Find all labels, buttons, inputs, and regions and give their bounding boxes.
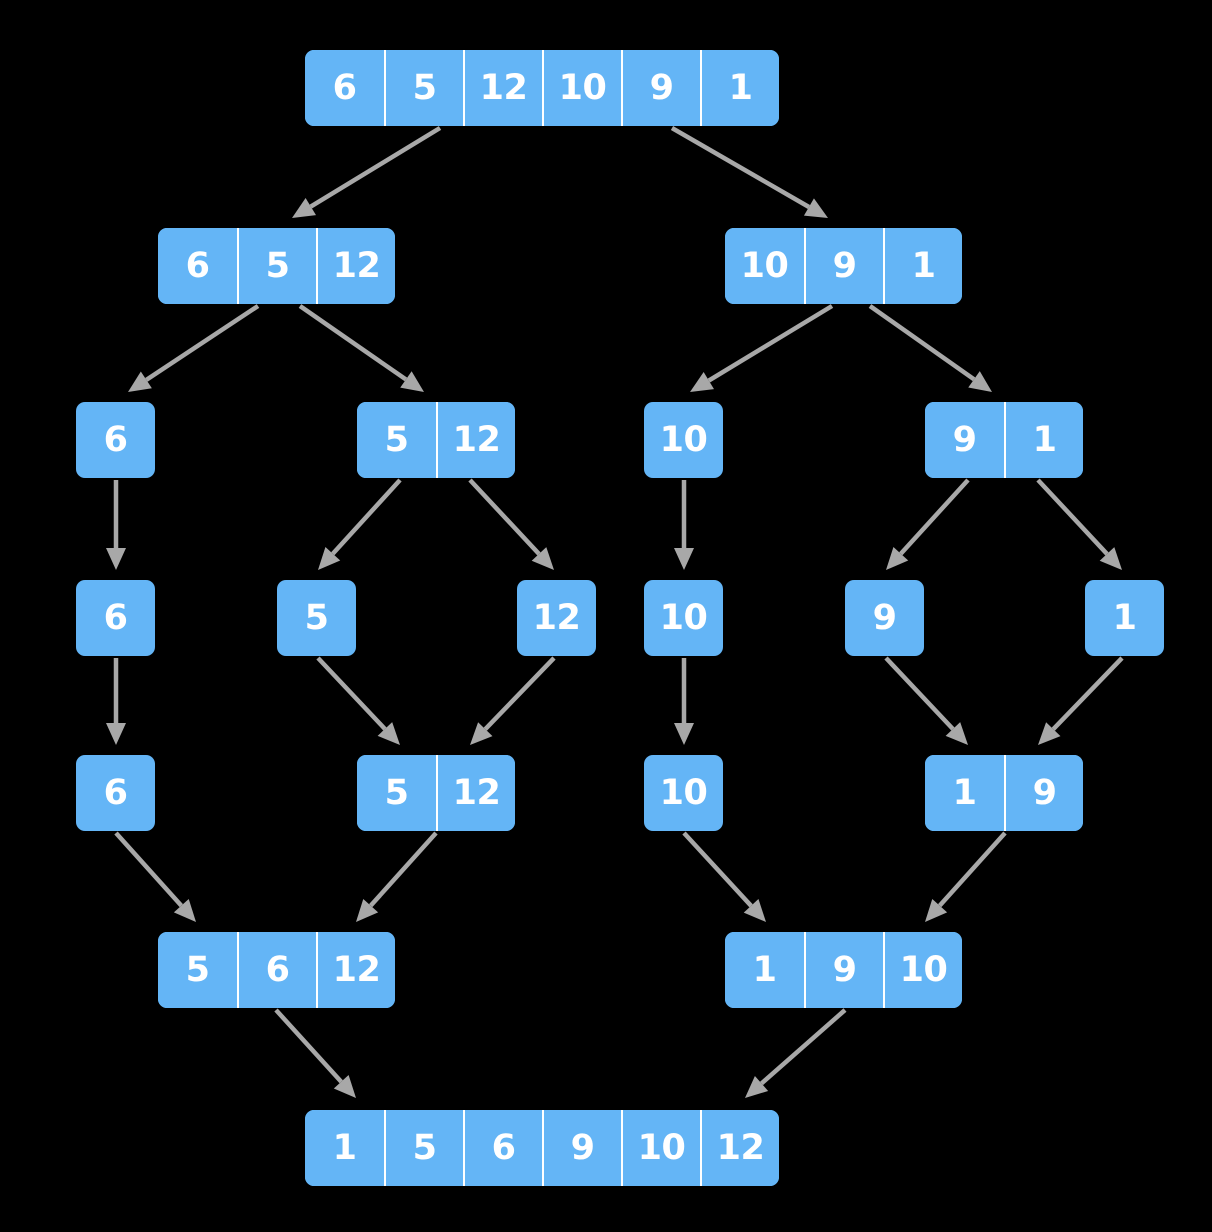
array-node: 12: [517, 580, 596, 656]
array-cell: 12: [700, 1110, 779, 1186]
array-cell: 1: [925, 755, 1004, 831]
array-cell: 9: [845, 580, 924, 656]
array-node: 5: [277, 580, 356, 656]
array-cell: 12: [316, 228, 395, 304]
array-cell: 10: [644, 580, 723, 656]
array-cell: 6: [76, 402, 155, 478]
array-cell: 5: [384, 1110, 463, 1186]
array-cell: 6: [158, 228, 237, 304]
array-node: 1: [1085, 580, 1164, 656]
array-cell: 5: [357, 402, 436, 478]
array-cell: 5: [158, 932, 237, 1008]
array-cell: 6: [76, 580, 155, 656]
array-cell: 1: [1085, 580, 1164, 656]
array-cell: 9: [621, 50, 700, 126]
array-cell: 9: [804, 932, 883, 1008]
array-cell: 6: [305, 50, 384, 126]
array-cell: 12: [436, 755, 515, 831]
array-cell: 1: [883, 228, 962, 304]
array-cell: 10: [542, 50, 621, 126]
array-cell: 5: [357, 755, 436, 831]
array-node: 10: [644, 755, 723, 831]
array-cell: 12: [463, 50, 542, 126]
array-node: 6: [76, 755, 155, 831]
array-cell: 9: [1004, 755, 1083, 831]
array-cell: 12: [517, 580, 596, 656]
array-cell: 10: [644, 755, 723, 831]
array-cell: 10: [883, 932, 962, 1008]
array-cell: 12: [436, 402, 515, 478]
array-node: 10: [644, 580, 723, 656]
array-cell: 5: [384, 50, 463, 126]
array-cell: 9: [542, 1110, 621, 1186]
array-cell: 9: [925, 402, 1004, 478]
array-cell: 6: [237, 932, 316, 1008]
array-node: 10: [644, 402, 723, 478]
array-cell: 6: [76, 755, 155, 831]
array-cell: 12: [316, 932, 395, 1008]
array-cell: 1: [1004, 402, 1083, 478]
array-cell: 1: [700, 50, 779, 126]
array-cell: 10: [725, 228, 804, 304]
array-cell: 10: [644, 402, 723, 478]
array-node: 6: [76, 402, 155, 478]
array-node: 6: [76, 580, 155, 656]
array-cell: 1: [725, 932, 804, 1008]
array-cell: 9: [804, 228, 883, 304]
array-cell: 5: [237, 228, 316, 304]
array-cell: 1: [305, 1110, 384, 1186]
array-cell: 5: [277, 580, 356, 656]
array-node: 9: [845, 580, 924, 656]
array-cell: 10: [621, 1110, 700, 1186]
array-cell: 6: [463, 1110, 542, 1186]
